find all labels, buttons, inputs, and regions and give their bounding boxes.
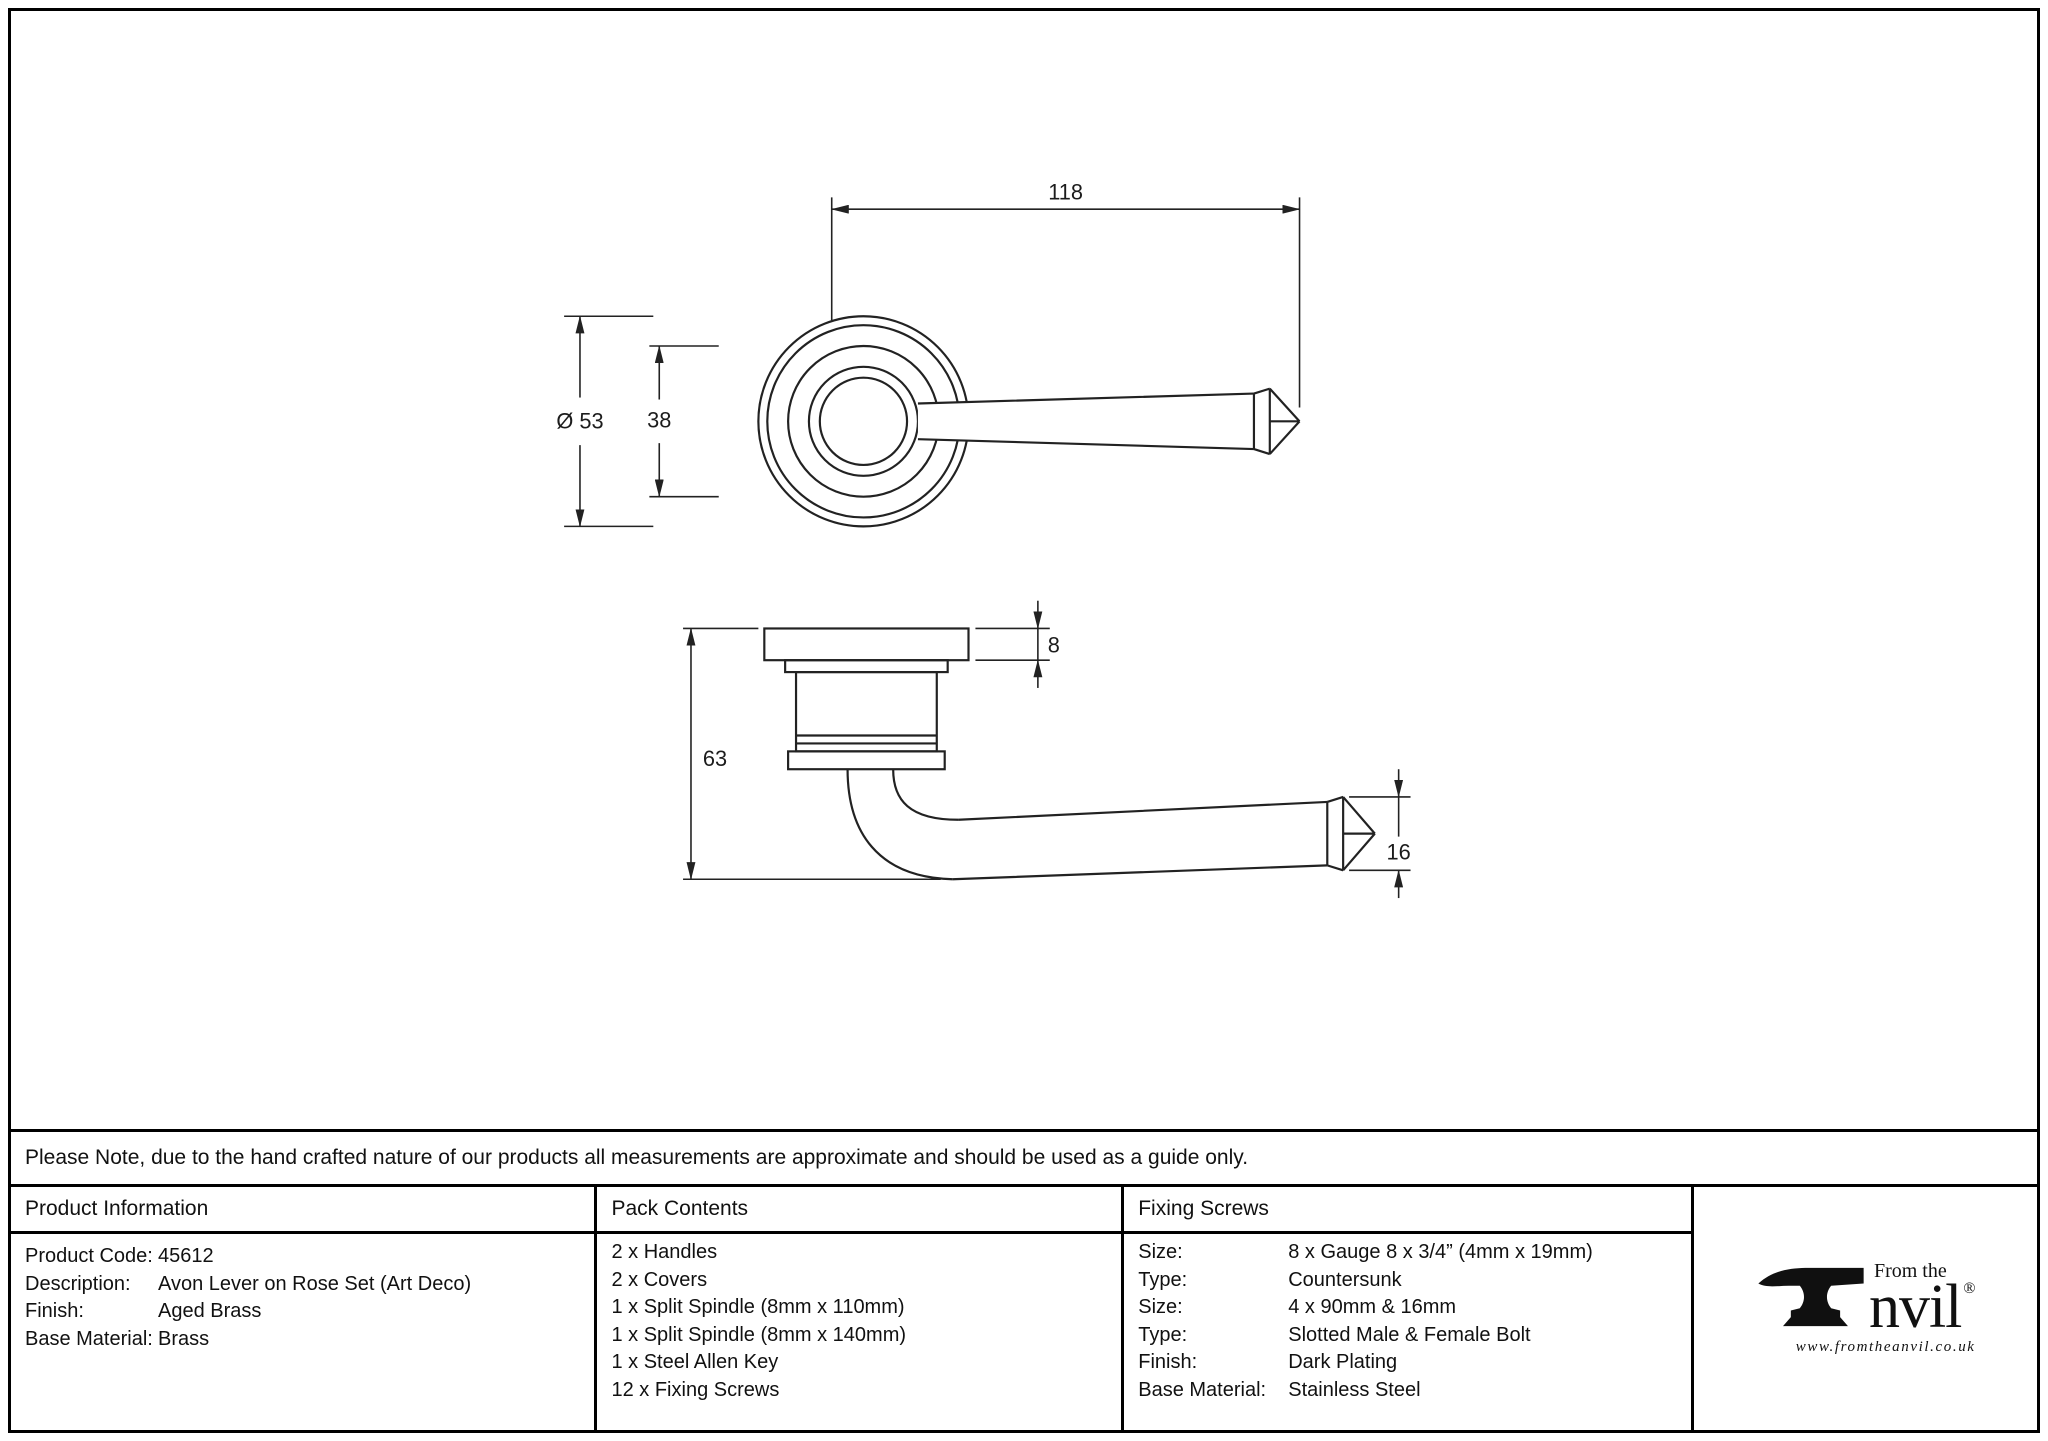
lever-grip-side-edges — [952, 800, 1328, 881]
pack-contents-header: Pack Contents — [597, 1187, 1122, 1234]
dim-inner-diameter: 38 — [647, 345, 719, 498]
note-text: Please Note, due to the hand crafted nat… — [25, 1146, 1249, 1169]
dim-lever-end-thickness: 16 — [1349, 769, 1411, 899]
rose-body-profile — [794, 670, 938, 753]
table-row: Type: Slotted Male & Female Bolt — [1138, 1322, 1680, 1350]
table-row: Description: Avon Lever on Rose Set (Art… — [25, 1271, 584, 1299]
dim-lever-length-label: 118 — [1048, 179, 1083, 204]
side-view: 8 63 16 — [683, 600, 1411, 899]
registered-mark: ® — [1963, 1280, 1976, 1297]
row-value: 8 x Gauge 8 x 3/4” (4mm x 19mm) — [1288, 1241, 1593, 1263]
lever-grip-front — [917, 393, 1254, 450]
product-info-body: Product Code: 45612 Description: Avon Le… — [11, 1234, 594, 1353]
dim-lever-end-thickness-label: 16 — [1387, 839, 1411, 864]
hub-inner-circle — [818, 376, 909, 467]
fixing-screws-column: Fixing Screws Size: 8 x Gauge 8 x 3/4” (… — [1121, 1187, 1691, 1430]
row-label: Type: — [1138, 1323, 1188, 1346]
technical-drawing-area: 118 Ø 53 38 — [11, 11, 2037, 1129]
rose-plate-profile — [763, 627, 970, 662]
row-value: Dark Plating — [1288, 1351, 1398, 1373]
row-value: 45612 — [158, 1245, 214, 1267]
row-label: Size: — [1138, 1241, 1183, 1263]
table-row: Finish: Dark Plating — [1138, 1349, 1680, 1377]
info-table: Product Information Product Code: 45612 … — [11, 1184, 2037, 1430]
brand-url: www.fromtheanvil.co.uk — [1795, 1339, 1976, 1355]
row-value: Avon Lever on Rose Set (Art Deco) — [158, 1272, 472, 1295]
note-row: Please Note, due to the hand crafted nat… — [11, 1129, 2037, 1184]
lever-finial-side — [1326, 795, 1376, 872]
row-value: Slotted Male & Female Bolt — [1288, 1323, 1531, 1346]
dim-lever-length: 118 — [830, 179, 1301, 408]
brand-logo-top: From the nvil ® — [1755, 1260, 1976, 1341]
brand-name-line: nvil ® — [1868, 1273, 1976, 1341]
dim-rose-diameter: Ø 53 — [556, 315, 654, 528]
table-row: Product Code: 45612 — [25, 1243, 584, 1271]
table-row: Base Material: Stainless Steel — [1138, 1377, 1680, 1405]
list-item: 1 x Split Spindle (8mm x 140mm) — [611, 1323, 907, 1346]
row-label: Base Material: — [25, 1327, 153, 1350]
dim-inner-diameter-label: 38 — [647, 407, 671, 432]
dim-rose-thickness-label: 8 — [1048, 632, 1060, 657]
rose-body-grooves — [796, 734, 937, 745]
row-value: Stainless Steel — [1288, 1378, 1421, 1401]
row-label: Finish: — [25, 1300, 84, 1322]
row-value: Brass — [158, 1327, 210, 1350]
table-row: Size: 4 x 90mm & 16mm — [1138, 1294, 1680, 1322]
dim-projection: 63 — [683, 627, 941, 881]
dim-projection-label: 63 — [703, 746, 727, 771]
row-value: 4 x 90mm & 16mm — [1288, 1296, 1457, 1318]
fixing-screws-header: Fixing Screws — [1124, 1187, 1691, 1234]
product-info-column: Product Information Product Code: 45612 … — [11, 1187, 595, 1430]
row-label: Base Material: — [1138, 1378, 1267, 1401]
row-value: Countersunk — [1288, 1268, 1402, 1291]
brand-logo: From the nvil ® www.fromtheanvil.co.uk — [1755, 1261, 1976, 1356]
list-item: 2 x Handles — [611, 1241, 718, 1263]
list-item: 2 x Covers — [611, 1268, 708, 1291]
list-item: 1 x Split Spindle (8mm x 110mm) — [611, 1296, 905, 1318]
product-info-header: Product Information — [11, 1187, 595, 1234]
list-item: 1 x Steel Allen Key — [611, 1351, 779, 1373]
fixing-screws-body: Size: 8 x Gauge 8 x 3/4” (4mm x 19mm) Ty… — [1124, 1234, 1690, 1404]
lever-grip-front-edges — [917, 392, 1254, 451]
row-label: Product Code: — [25, 1245, 153, 1267]
lever-neck-outer — [846, 769, 953, 881]
dim-rose-diameter-label: Ø 53 — [556, 408, 603, 433]
lever-finial-front — [1252, 387, 1301, 456]
brand-name: nvil — [1868, 1273, 1962, 1341]
technical-drawing-svg: 118 Ø 53 38 — [556, 179, 1411, 899]
table-row: Finish: Aged Brass — [25, 1298, 584, 1326]
hub-outer-circle — [807, 365, 920, 477]
row-label: Size: — [1138, 1296, 1183, 1318]
table-row: Type: Countersunk — [1138, 1267, 1680, 1295]
list-item: 12 x Fixing Screws — [611, 1378, 780, 1401]
row-label: Finish: — [1138, 1351, 1198, 1373]
sheet-frame: 118 Ø 53 38 — [8, 8, 2040, 1433]
rose-collar-profile — [787, 750, 946, 771]
anvil-icon — [1758, 1267, 1864, 1327]
table-row: Base Material: Brass — [25, 1326, 584, 1354]
row-value: Aged Brass — [158, 1300, 262, 1322]
front-view: 118 Ø 53 38 — [556, 179, 1301, 528]
brand-tagline: From the — [1873, 1260, 1947, 1282]
rose-step-profile — [784, 659, 949, 674]
row-label: Type: — [1138, 1268, 1188, 1291]
pack-contents-body: 2 x Handles 2 x Covers 1 x Split Spindle… — [597, 1234, 1121, 1404]
table-row: Size: 8 x Gauge 8 x 3/4” (4mm x 19mm) — [1138, 1239, 1680, 1267]
pack-contents-column: Pack Contents 2 x Handles 2 x Covers 1 x… — [594, 1187, 1122, 1430]
rose-inner-ring-circle — [787, 344, 940, 498]
dim-rose-thickness: 8 — [975, 600, 1060, 688]
row-label: Description: — [25, 1272, 131, 1295]
brand-column: From the nvil ® www.fromtheanvil.co.uk — [1690, 1187, 2037, 1430]
lever-neck-inner — [892, 769, 959, 821]
brand-text-stack: From the nvil ® — [1868, 1260, 1976, 1341]
